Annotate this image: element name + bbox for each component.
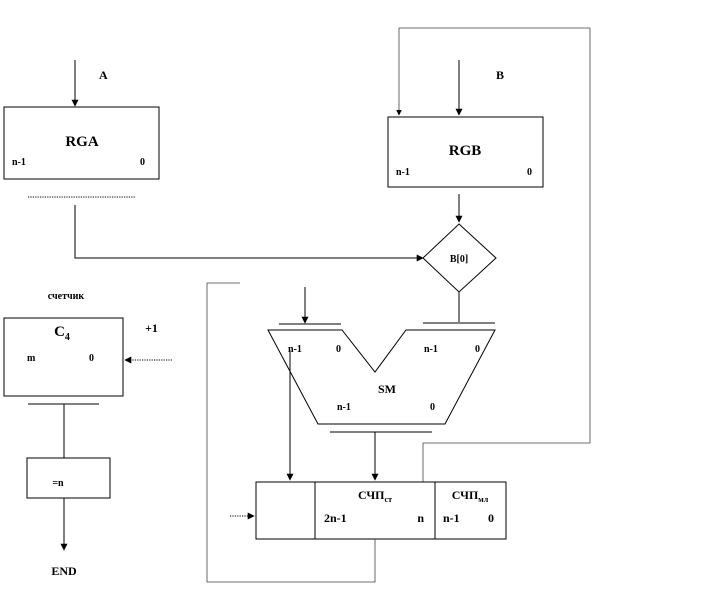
- compare-label: =n: [52, 478, 64, 489]
- rga-msb: n-1: [12, 157, 26, 168]
- result-loop-wire: [206, 282, 376, 583]
- adder-sm: [267, 329, 496, 425]
- result-low-name: СЧПмл: [452, 488, 489, 504]
- adder-right-msb: n-1: [424, 344, 438, 355]
- end-label: END: [51, 564, 77, 578]
- counter-lsb: 0: [89, 353, 94, 364]
- compare-block: [26, 457, 111, 499]
- adder-left-lsb: 0: [336, 344, 341, 355]
- input-a-label: A: [99, 68, 108, 82]
- counter-name: C4: [54, 324, 70, 343]
- counter-caption: счетчик: [48, 291, 85, 302]
- adder-out-lsb: 0: [430, 402, 435, 413]
- rga-name: RGA: [65, 134, 99, 150]
- shift-feedback-wire: [396, 27, 591, 482]
- result-low-msb: n-1: [443, 511, 460, 525]
- register-rgb: [387, 116, 544, 188]
- result-register: [255, 481, 507, 540]
- adder-left-msb: n-1: [288, 344, 302, 355]
- rgb-msb: n-1: [396, 167, 410, 178]
- result-low-lsb: 0: [488, 511, 494, 525]
- counter-c4: [3, 317, 124, 397]
- result-high-name: СЧПст: [358, 488, 392, 504]
- result-high-msb: 2n-1: [324, 511, 347, 525]
- adder-out-msb: n-1: [337, 402, 351, 413]
- input-b-label: B: [496, 68, 504, 82]
- rgb-name: RGB: [449, 143, 482, 159]
- increment-label: +1: [145, 321, 158, 335]
- register-rga: [3, 106, 160, 180]
- adder-right-lsb: 0: [475, 344, 480, 355]
- counter-msb: m: [27, 353, 36, 364]
- rgb-lsb: 0: [527, 167, 532, 178]
- result-high-lsb: n: [417, 511, 424, 525]
- rga-to-condition-wire: [74, 205, 424, 262]
- condition-b0-label: B[0]: [450, 254, 468, 265]
- rga-lsb: 0: [140, 157, 145, 168]
- adder-name: SM: [378, 382, 396, 396]
